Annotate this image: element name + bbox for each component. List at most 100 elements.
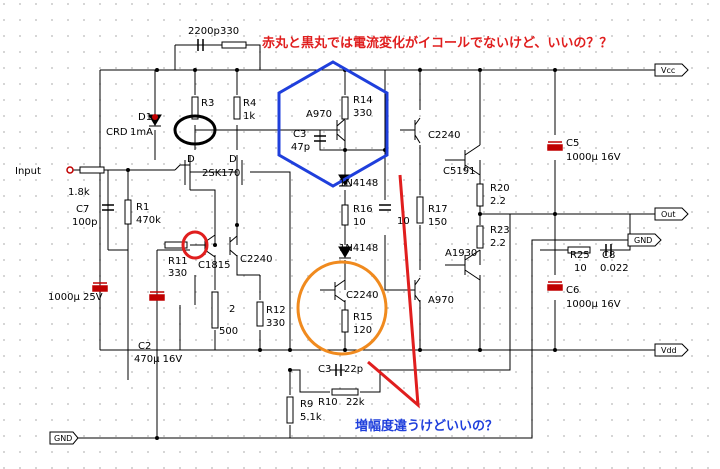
label-r17-val: 150: [428, 217, 447, 228]
label-r16: R16: [353, 204, 373, 215]
input-label: Input: [15, 166, 41, 177]
label-a970-b: A970: [428, 295, 454, 306]
label-diode-2: 1N4148: [339, 243, 378, 254]
label-c3b: C3: [318, 364, 331, 375]
label-r25-val: 10: [574, 263, 587, 274]
label-c5-val: 1000µ 16V: [566, 152, 621, 163]
label-r11: R11: [168, 256, 188, 267]
resistor-r1: [124, 199, 132, 225]
wires: [72, 44, 655, 439]
label-c8-val: 0.022: [600, 263, 629, 274]
label-c1: 1000µ 25V: [48, 292, 103, 303]
label-r4: R4: [243, 98, 256, 109]
resistor-input: [79, 166, 105, 174]
label-c2240-c: C2240: [428, 130, 460, 141]
label-c-fb: 2200p: [188, 26, 220, 37]
label-fet-d2: D: [229, 154, 237, 165]
label-r16-val: 10: [353, 217, 366, 228]
label-r10: R10: [318, 397, 338, 408]
label-r12: R12: [266, 305, 286, 316]
label-r-in: 1.8k: [68, 187, 90, 198]
label-c2240-b: C2240: [346, 290, 378, 301]
label-r4-val: 1k: [243, 111, 255, 122]
resistor-r9: [286, 396, 294, 424]
label-crd-val: 1mA: [130, 127, 153, 138]
label-r17: R17: [428, 204, 448, 215]
label-c3b-val: 22p: [344, 364, 363, 375]
resistor-r4: [233, 96, 241, 120]
port-tags: [49, 63, 689, 445]
resistor-r14: [341, 96, 349, 120]
label-r15: R15: [353, 312, 373, 323]
red-arrow-stroke: [367, 174, 420, 409]
label-a970-top: A970: [306, 109, 332, 120]
resistor-r10: [331, 388, 359, 396]
label-c2: C2: [138, 341, 151, 352]
label-r3: R3: [201, 98, 214, 109]
label-r23: R23: [490, 225, 510, 236]
resistor-r17: [416, 196, 424, 224]
label-r1-val: 470k: [136, 215, 161, 226]
label-r1: R1: [136, 202, 149, 213]
label-r25: R25: [570, 250, 590, 261]
resistor-r20: [476, 183, 484, 207]
label-c3-val: 47p: [291, 142, 310, 153]
label-c5: C5: [566, 138, 579, 149]
label-diode-1: 1N4148: [339, 178, 378, 189]
label-c8: C8: [602, 250, 615, 261]
label-a1930: A1930: [445, 248, 477, 259]
black-circle-highlight: [173, 114, 217, 146]
label-r-fb: 330: [220, 26, 239, 37]
input-terminal: [66, 166, 74, 174]
label-fet-d1: D: [187, 154, 195, 165]
label-c6: C6: [566, 285, 579, 296]
label-c6-val: 1000µ 16V: [566, 299, 621, 310]
label-r20: R20: [490, 183, 510, 194]
label-d1: D1: [138, 112, 152, 123]
port-vdd-label: Vdd: [661, 346, 677, 355]
label-c7: C7: [76, 204, 89, 215]
label-r14: R14: [353, 95, 373, 106]
label-r11-val: 330: [168, 268, 187, 279]
bottom-annotation-text: 増幅度違うけどいいの？: [355, 418, 498, 434]
label-r15-val: 120: [353, 325, 372, 336]
label-r20-val: 2.2: [490, 196, 506, 207]
label-c2-val: 470µ 16V: [134, 354, 182, 365]
label-vr-val: 500: [219, 326, 238, 337]
resistor-r16: [341, 204, 349, 226]
label-c7-val: 100p: [72, 217, 97, 228]
label-r12-val: 330: [266, 318, 285, 329]
label-r10-val: 22k: [346, 397, 365, 408]
component-symbols: [79, 41, 591, 424]
label-c-mid: 10: [397, 216, 410, 227]
label-fet: 2SK170: [202, 168, 240, 179]
capacitor-symbols: [102, 39, 612, 376]
label-r14-val: 330: [353, 108, 372, 119]
port-gnd-right-label: GND: [634, 236, 652, 245]
label-c5191: C5191: [443, 166, 475, 177]
resistor-r3: [191, 96, 199, 120]
red-circle-highlight: [181, 230, 209, 260]
top-annotation-text: 赤丸と黒丸では電流変化がイコールでないけど、いいの？？: [262, 35, 612, 51]
label-r9-val: 5.1k: [300, 412, 322, 423]
resistor-330-top: [221, 41, 247, 49]
electrolytic-caps: [92, 141, 563, 301]
port-out-label: Out: [661, 210, 676, 219]
resistor-r11: [164, 241, 188, 249]
resistor-r25: [567, 246, 591, 254]
label-r9: R9: [300, 399, 313, 410]
label-c3: C3: [293, 129, 306, 140]
resistor-r12: [256, 301, 264, 327]
orange-circle-highlight: [296, 260, 388, 356]
resistor-vr: [211, 291, 219, 329]
label-c2240-a: C2240: [240, 254, 272, 265]
label-c1815: C1815: [198, 260, 230, 271]
port-gnd-left-label: GND: [54, 434, 72, 443]
resistor-r15: [341, 309, 349, 333]
resistor-r23: [476, 225, 484, 249]
label-vr-pin: 2: [229, 304, 235, 315]
blue-hexagon-highlight: [277, 60, 389, 188]
label-crd: CRD: [106, 127, 128, 138]
label-r23-val: 2.2: [490, 238, 506, 249]
